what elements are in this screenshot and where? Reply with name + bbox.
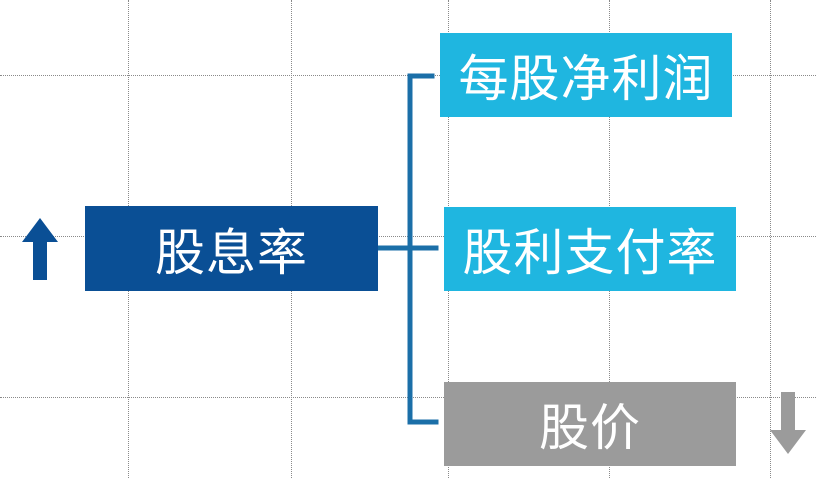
- arrow-up-icon: [22, 218, 58, 280]
- arrow-down-icon: [770, 392, 806, 454]
- child-node-label: 股利支付率: [462, 224, 718, 282]
- root-node-dividend-yield: 股息率: [85, 206, 378, 291]
- child-node-eps: 每股净利润: [440, 33, 732, 117]
- child-node-label: 股价: [539, 399, 641, 457]
- child-node-label: 每股净利润: [458, 50, 714, 108]
- child-node-stock-price: 股价: [444, 382, 736, 466]
- child-node-payout-ratio: 股利支付率: [444, 207, 736, 291]
- root-node-label: 股息率: [155, 223, 308, 282]
